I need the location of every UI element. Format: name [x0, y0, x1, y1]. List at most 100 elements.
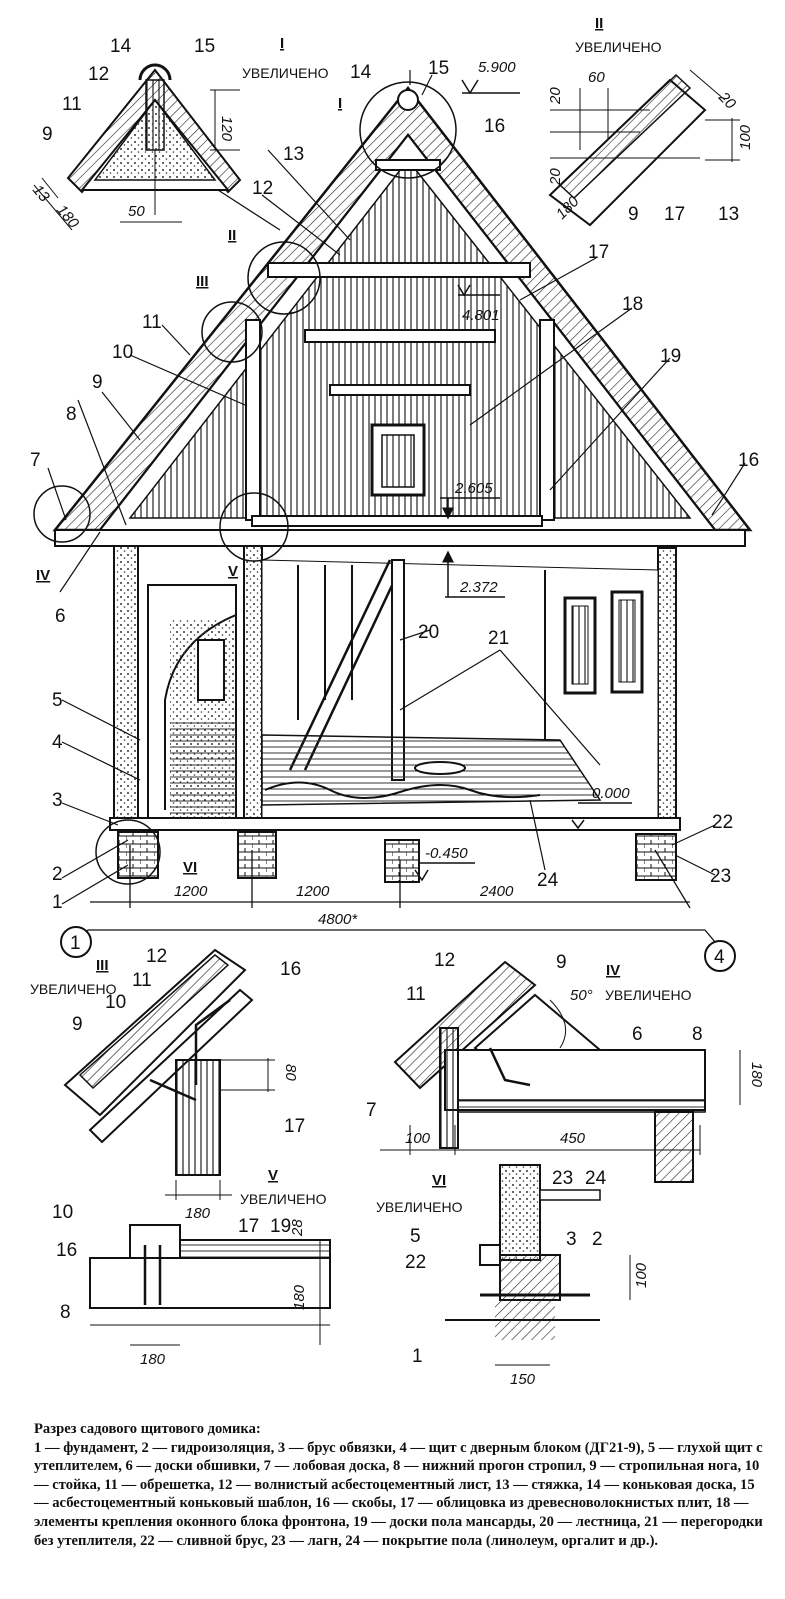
detail-I-enlarged: УВЕЛИЧЕНО: [242, 65, 329, 81]
callout-7-d4: 7: [366, 1100, 377, 1121]
detail-III-marker: III: [196, 273, 209, 290]
d1-dim-50: 50: [128, 203, 145, 220]
span-a: 1200: [174, 883, 208, 900]
text-labels: I УВЕЛИЧЕНО II УВЕЛИЧЕНО I II III IV V V…: [29, 15, 765, 1388]
caption-title: Разрез садового щитового домика:: [34, 1421, 261, 1437]
callout-10-d5: 10: [52, 1202, 73, 1223]
callout-6-main: 6: [55, 606, 66, 627]
callout-15-d1: 15: [194, 36, 215, 57]
callout-19-main: 19: [660, 346, 681, 367]
span-total: 4800*: [318, 911, 358, 928]
callout-13-main: 13: [283, 144, 304, 165]
d1-dim-120: 120: [218, 116, 235, 142]
callout-4-main: 4: [52, 732, 63, 753]
callout-19-d5: 19: [270, 1216, 291, 1237]
detail-IV-marker: IV: [36, 567, 50, 584]
d2-dim-60: 60: [588, 69, 605, 86]
d1-dim-13: 13: [29, 182, 53, 206]
level-attic-ceiling: 4.801: [462, 307, 500, 324]
eaves-beam: [54, 529, 746, 547]
callout-11-d3: 11: [132, 970, 152, 991]
callout-10-main: 10: [112, 342, 133, 363]
callout-16-d5: 16: [56, 1240, 77, 1261]
axis-right-marker: [704, 940, 736, 972]
callout-1-d6: 1: [412, 1346, 423, 1367]
leader-lines: [47, 70, 746, 905]
callout-12-d3: 12: [146, 946, 167, 967]
detail-VI: [445, 1164, 631, 1366]
d4-dim-450: 450: [560, 1130, 586, 1147]
callout-22-main: 22: [712, 812, 733, 833]
detail-V-marker: V: [228, 563, 238, 580]
callout-9-d1: 9: [42, 124, 53, 145]
floor: [109, 734, 681, 831]
d4-dim-100: 100: [405, 1130, 431, 1147]
callout-5-d6: 5: [410, 1226, 421, 1247]
callout-18-main: 18: [622, 294, 643, 315]
detail-IV-enlarged: УВЕЛИЧЕНО: [605, 987, 692, 1003]
level-ceiling: 2.372: [459, 579, 498, 596]
level-marks: [414, 79, 632, 882]
caption-legend: 1 — фундамент, 2 — гидроизоляция, 3 — бр…: [34, 1439, 763, 1549]
callout-17-d2: 17: [664, 204, 685, 225]
callout-12-d4: 12: [434, 950, 455, 971]
d2-dim-20c: 20: [714, 88, 739, 113]
detail-IV: [380, 960, 741, 1183]
axis-right-label: 4: [714, 947, 725, 968]
detail-IV-id: IV: [606, 962, 620, 979]
detail-I-id: I: [280, 35, 284, 52]
d6-dim-100: 100: [633, 1262, 650, 1288]
callout-22-d6: 22: [405, 1252, 426, 1273]
level-ridge: 5.900: [478, 59, 516, 76]
callout-17-d3: 17: [284, 1116, 305, 1137]
detail-III-id: III: [96, 957, 109, 974]
callout-11-main: 11: [142, 312, 162, 333]
callout-8-d4: 8: [692, 1024, 703, 1045]
callout-3-main: 3: [52, 790, 63, 811]
callout-9-d3: 9: [72, 1014, 83, 1035]
detail-II-enlarged: УВЕЛИЧЕНО: [575, 39, 662, 55]
level-floor: 0.000: [592, 785, 630, 802]
callout-2-d6: 2: [592, 1229, 603, 1250]
callout-3-d6: 3: [566, 1229, 577, 1250]
callout-8-main: 8: [66, 404, 77, 425]
callout-23-main: 23: [710, 866, 731, 887]
callout-21-main: 21: [488, 628, 509, 649]
detail-VI-enlarged: УВЕЛИЧЕНО: [376, 1199, 463, 1215]
callout-1-main: 1: [52, 892, 63, 913]
detail-III: [63, 948, 275, 1200]
callout-13-d2: 13: [718, 204, 739, 225]
callout-9-main: 9: [92, 372, 103, 393]
callout-24-main: 24: [537, 870, 559, 891]
callout-11-d4: 11: [406, 984, 426, 1005]
callout-6-d4: 6: [632, 1024, 643, 1045]
callout-14-d1: 14: [110, 36, 132, 57]
callout-16-d3: 16: [280, 959, 301, 980]
callout-8-d5: 8: [60, 1302, 71, 1323]
house-section-drawing: I УВЕЛИЧЕНО II УВЕЛИЧЕНО I II III IV V V…: [29, 15, 765, 1388]
detail-II: [548, 69, 740, 227]
callout-15-main: 15: [428, 58, 449, 79]
level-ground: -0.450: [425, 845, 468, 862]
detail-I-marker: I: [338, 95, 342, 112]
main-section: [33, 70, 753, 972]
detail-II-id: II: [595, 15, 603, 32]
d5-dim-180h: 180: [140, 1351, 166, 1368]
callout-7-main: 7: [30, 450, 41, 471]
figure-caption: Разрез садового щитового домика: 1 — фун…: [34, 1420, 769, 1550]
level-attic-floor: 2.605: [454, 480, 493, 497]
d4-dim-angle: 50°: [570, 987, 593, 1004]
detail-VI-id: VI: [432, 1172, 446, 1189]
callout-12-d1: 12: [88, 64, 109, 85]
callout-16b-main: 16: [738, 450, 759, 471]
callout-14-main: 14: [350, 62, 372, 83]
d5-dim-28: 28: [289, 1219, 306, 1237]
callout-11-d1: 11: [62, 94, 82, 115]
callout-24-d6: 24: [585, 1168, 607, 1189]
callout-23-d6: 23: [552, 1168, 573, 1189]
ladder: [288, 559, 406, 781]
d5-dim-180v: 180: [291, 1284, 308, 1310]
dimension-lines: [74, 845, 716, 943]
detail-III-enlarged: УВЕЛИЧЕНО: [30, 981, 117, 997]
d2-dim-100: 100: [737, 124, 754, 150]
